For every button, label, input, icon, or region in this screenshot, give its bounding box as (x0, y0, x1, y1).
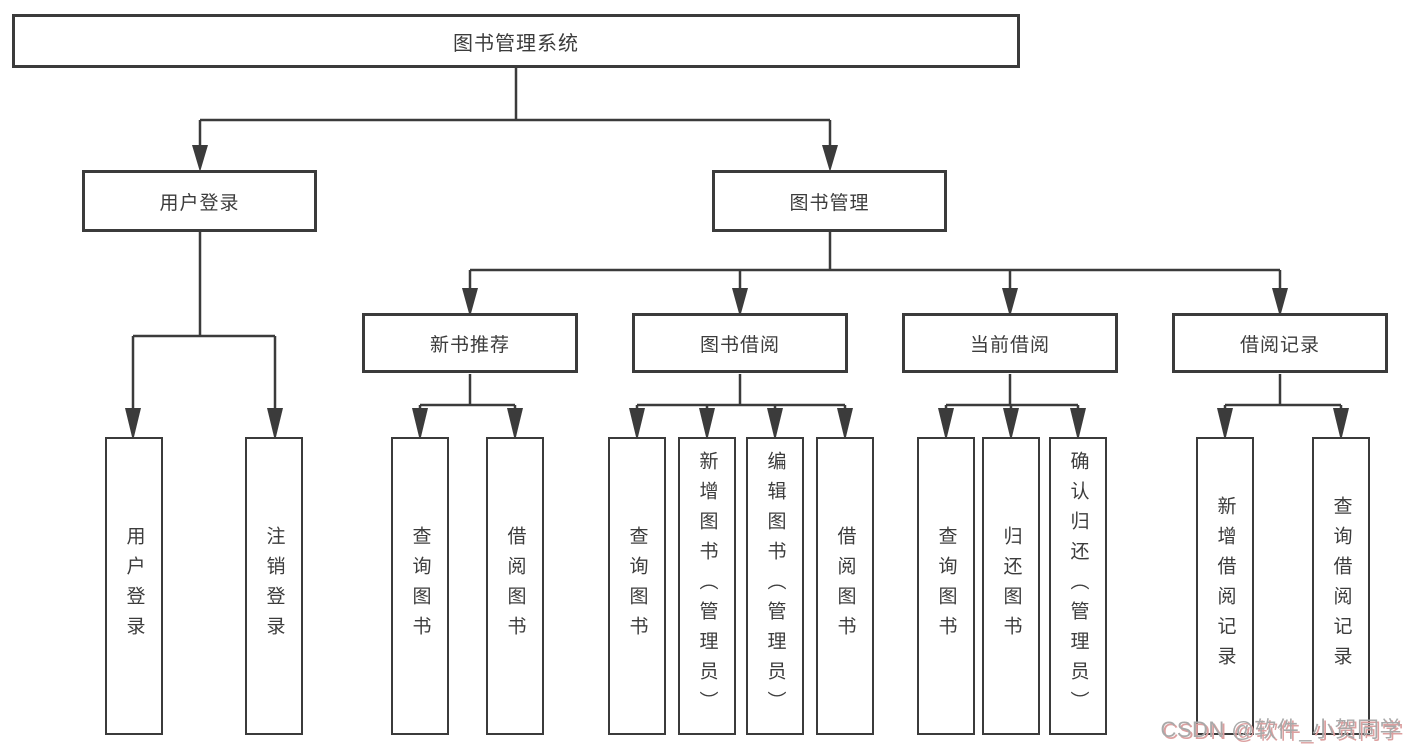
connector-current-borrow-children (938, 374, 1086, 441)
csdn-watermark: CSDN @软件_小贺同学 (1160, 717, 1402, 742)
connector-new-book-recommend-children (412, 374, 523, 441)
node-book-management: 图书管理 (712, 170, 947, 232)
leaf-bb-edit-books-admin: 编辑图书（管理员） (746, 437, 804, 735)
connector-book-borrow-children (629, 374, 853, 441)
connector-borrow-records-children (1217, 374, 1349, 441)
node-user-login: 用户登录 (82, 170, 317, 232)
leaf-cb-query-books: 查询图书 (917, 437, 975, 735)
leaf-nb-borrow-books: 借阅图书 (486, 437, 544, 735)
node-current-borrow: 当前借阅 (902, 313, 1118, 373)
leaf-br-add-record: 新增借阅记录 (1196, 437, 1254, 735)
connector-root-to-level2 (192, 68, 838, 172)
leaf-cb-confirm-return-admin: 确认归还（管理员） (1049, 437, 1107, 735)
node-book-borrow: 图书借阅 (632, 313, 848, 373)
leaf-bb-add-books-admin: 新增图书（管理员） (678, 437, 736, 735)
connector-user-login-children (125, 232, 283, 441)
node-root-library-system: 图书管理系统 (12, 14, 1020, 68)
leaf-br-query-record: 查询借阅记录 (1312, 437, 1370, 735)
leaf-cb-return-books: 归还图书 (982, 437, 1040, 735)
leaf-bb-query-books: 查询图书 (608, 437, 666, 735)
leaf-logout: 注销登录 (245, 437, 303, 735)
node-new-book-recommend: 新书推荐 (362, 313, 578, 373)
leaf-nb-query-books: 查询图书 (391, 437, 449, 735)
leaf-user-login: 用户登录 (105, 437, 163, 735)
connector-book-management-children (462, 232, 1288, 317)
leaf-bb-borrow-books: 借阅图书 (816, 437, 874, 735)
node-borrow-records: 借阅记录 (1172, 313, 1388, 373)
